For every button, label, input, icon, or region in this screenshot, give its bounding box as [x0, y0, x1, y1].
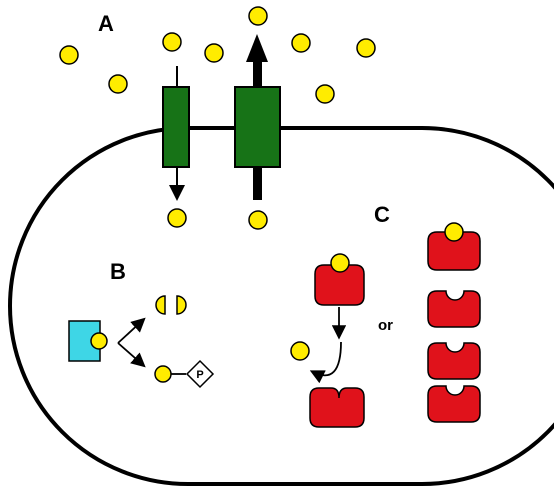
influx-transporter: [162, 66, 190, 228]
enzyme-bound: [314, 264, 365, 306]
molecule: [291, 33, 311, 53]
molecule: [162, 32, 182, 52]
label-c: C: [374, 202, 390, 227]
enzyme-free: [309, 387, 365, 428]
extracellular-molecules: [59, 6, 376, 104]
pathway-line-up: [117, 317, 146, 344]
internalized-molecule: [167, 208, 187, 228]
section-c-enzymes: [290, 222, 481, 428]
cleaved-molecule-right: [176, 295, 187, 315]
bound-molecule: [330, 253, 350, 273]
molecule: [59, 45, 79, 65]
enzyme-free-right-3: [427, 385, 481, 423]
cell-membrane: [8, 126, 554, 486]
enzyme-bound-right: [427, 231, 481, 271]
molecule: [248, 6, 268, 26]
phosphate-group: [185, 359, 215, 389]
phosphate-label: P: [196, 369, 203, 381]
molecule: [356, 38, 376, 58]
influx-channel: [162, 86, 190, 168]
label-b: B: [110, 259, 126, 284]
bound-molecule: [444, 222, 464, 242]
cleaved-molecule-left: [155, 295, 166, 315]
modified-molecule: [154, 365, 172, 383]
release-curve: [309, 341, 342, 384]
enzyme-free-right-2: [427, 342, 481, 380]
molecule: [248, 210, 268, 230]
efflux-shaft-top: [253, 60, 262, 88]
enzyme-free-right-1: [427, 290, 481, 328]
label-or: or: [378, 317, 393, 334]
efflux-transporter: [234, 34, 281, 230]
molecule: [315, 84, 335, 104]
efflux-shaft-bottom: [253, 167, 262, 200]
molecule: [204, 43, 224, 63]
section-b-inactivation: P: [68, 295, 215, 389]
molecule: [108, 74, 128, 94]
label-a: A: [98, 11, 114, 36]
pathway-line-down: [117, 342, 146, 368]
efflux-channel: [234, 86, 281, 168]
bound-molecule: [90, 332, 108, 350]
released-molecule: [290, 341, 310, 361]
efflux-arrowhead: [246, 34, 268, 62]
